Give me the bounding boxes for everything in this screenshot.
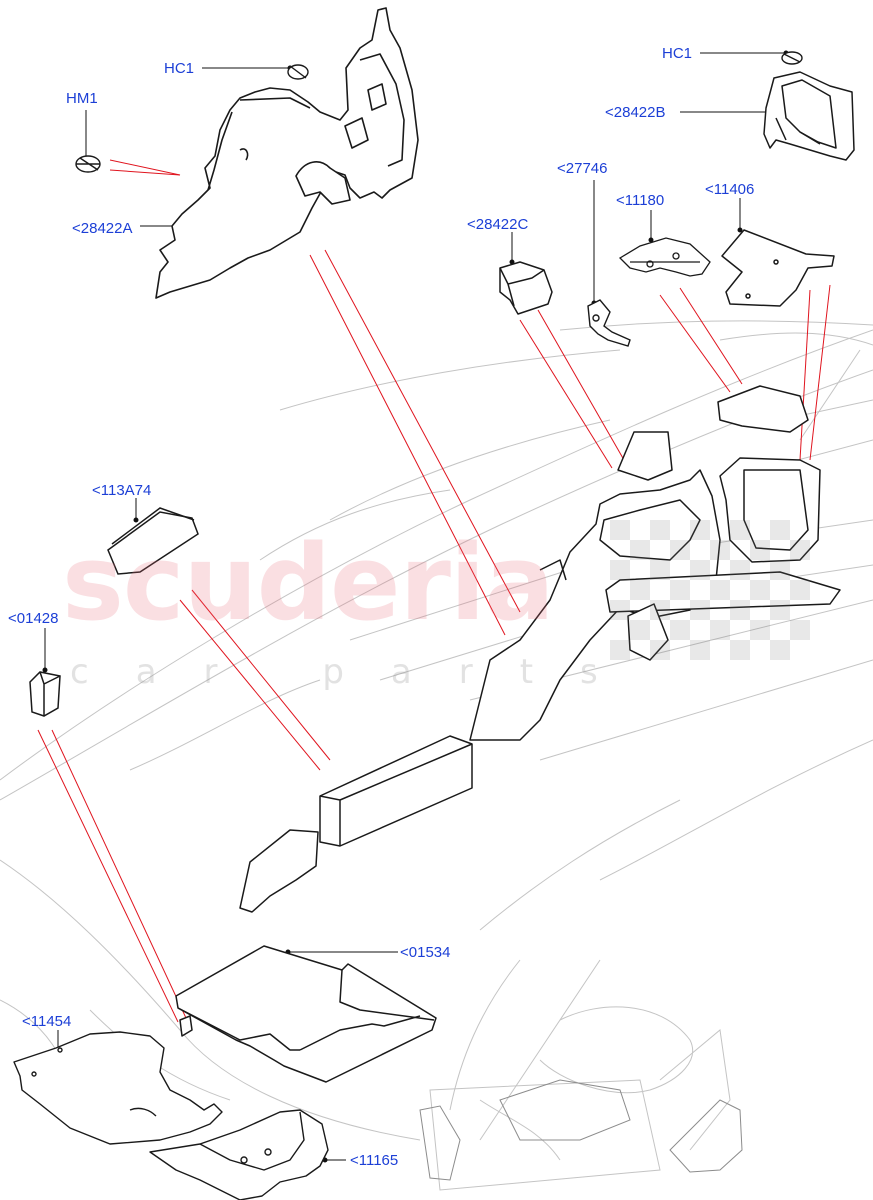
part-01428-block [29, 671, 61, 717]
callout-11180[interactable]: <11180 [616, 192, 665, 209]
part-28422b-box-trim [763, 71, 855, 161]
part-hc1-clip-right [781, 51, 803, 65]
part-113a74-pad [107, 507, 199, 575]
part-28422a-trim-panel [155, 7, 419, 299]
part-01534-tray [175, 945, 437, 1083]
callout-hc1-right[interactable]: HC1 [662, 45, 693, 62]
callout-01534[interactable]: <01534 [400, 944, 451, 961]
part-11165-tunnel-cover [149, 1109, 329, 1200]
part-27746-bracket [587, 299, 631, 347]
watermark-brand: scuderia [62, 522, 555, 644]
callout-01428[interactable]: <01428 [8, 610, 59, 627]
checkered-flag-icon [610, 520, 810, 660]
callout-113a74[interactable]: <113A74 [92, 482, 152, 499]
assembly-view [239, 385, 841, 913]
callout-11406[interactable]: <11406 [705, 181, 755, 198]
callout-hc1-left[interactable]: HC1 [164, 60, 195, 77]
part-hc1-clip-left [287, 64, 309, 80]
ghost-parts [419, 1079, 743, 1181]
part-28422c-cover [499, 261, 553, 315]
callout-28422a[interactable]: <28422A [72, 220, 133, 237]
callout-11165[interactable]: <11165 [350, 1152, 399, 1169]
callout-28422c[interactable]: <28422C [467, 216, 529, 233]
callout-27746[interactable]: <27746 [557, 160, 608, 177]
part-hm1-clip [75, 155, 101, 173]
callout-28422b[interactable]: <28422B [605, 104, 666, 121]
watermark-tagline: car parts [70, 652, 645, 692]
callout-hm1[interactable]: HM1 [66, 90, 98, 107]
vehicle-outline [0, 320, 873, 1191]
leader-lines [37, 159, 831, 1023]
part-11406-panel [721, 229, 835, 307]
part-11454-floor-mat [13, 1031, 223, 1145]
callout-11454[interactable]: <11454 [22, 1013, 72, 1030]
part-11180-bracket [618, 237, 711, 277]
